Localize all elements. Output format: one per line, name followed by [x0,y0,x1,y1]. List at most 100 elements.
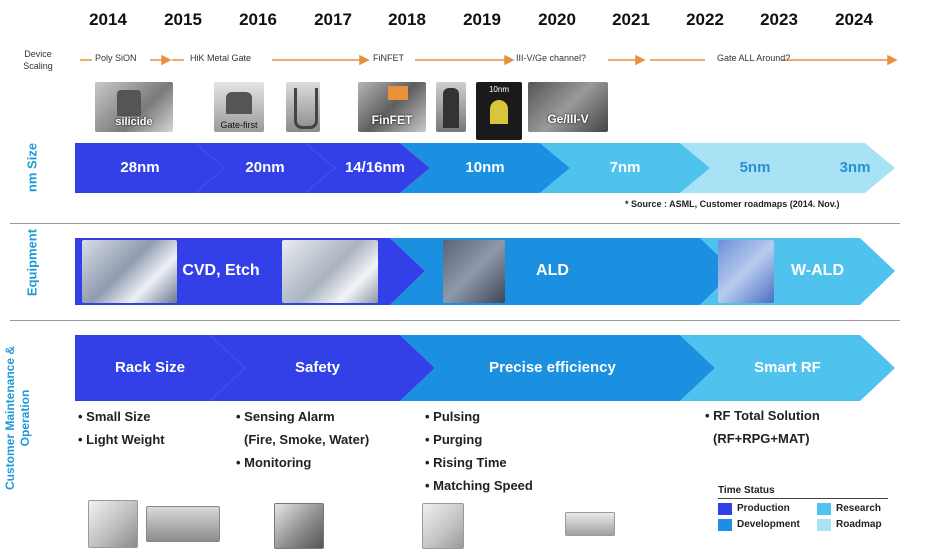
equipment-ald: ALD [536,262,569,279]
legend-swatch-production [718,503,732,515]
bullet-rf-rpg-mat: (RF+RPG+MAT) [713,431,810,446]
year-2023: 2023 [760,10,798,29]
10nm-caption: 10nm [488,85,509,94]
device-scaling-timeline [80,54,898,66]
timeline-arrow-head-5 [504,54,515,66]
legend-swatch-roadmap [817,519,831,531]
ge-iii-v-caption: Ge/III-V [547,112,589,126]
chevron-3nm [790,143,895,193]
year-2020: 2020 [538,10,576,29]
finfet-caption: FinFET [371,113,413,127]
ald-equipment-photo [443,240,505,303]
device-scaling-label: Device Scaling [10,48,66,72]
stage-gate-all-around: Gate ALL Around? [717,53,791,63]
node-14-16nm: 14/16nm [344,159,406,176]
legend-research: Research [836,503,882,514]
chevron-precise-efficiency [400,335,715,401]
legend-production: Production [737,503,790,514]
year-2024: 2024 [835,10,873,29]
node-20nm: 20nm [245,159,285,176]
etch-equipment-photo [282,240,378,303]
precise-unit-photo [422,503,464,549]
phase-rack-size: Rack Size [114,359,186,376]
node-10nm: 10nm [465,159,505,176]
chevron-smart-rf [680,335,895,401]
bullet-pulsing: • Pulsing [425,409,481,424]
node-3nm: 3nm [839,159,871,176]
bullet-monitoring: • Monitoring [236,455,312,470]
chevron-5nm [680,143,820,193]
legend-divider [718,498,888,499]
safety-unit-photo [274,503,324,549]
device-scaling-label-line1: Device [24,49,52,59]
finfet-image: FinFET [358,82,426,132]
finfet-cross-image [436,82,466,132]
gate-first-image: Gate-first [214,82,264,132]
year-2018: 2018 [388,10,426,29]
legend-swatch-research [817,503,831,515]
legend-development: Development [737,519,800,530]
chevron-28nm [75,143,225,193]
hkmg-image [286,82,320,132]
year-2014: 2014 [89,10,127,29]
silicide-gate-shape [117,90,141,116]
year-2017: 2017 [314,10,352,29]
rf-generator-photo-2 [146,506,220,542]
stage-hik-metal-gate: HiK Metal Gate [190,53,252,63]
rf-generator-photo-1 [88,500,138,548]
cvd-equipment-photo [82,240,177,303]
separator-1 [10,223,900,224]
node-28nm: 28nm [120,159,160,176]
finfet-gate-shape [388,86,408,100]
chevron-14-16nm [305,143,430,193]
silicide-image: silicide [95,82,173,132]
smart-rf-unit-photo [565,512,615,536]
10nm-gate-shape [490,100,508,124]
bullet-light-weight: • Light Weight [78,432,165,447]
bullet-purging: • Purging [425,432,483,447]
timeline-arrow-head-2 [161,54,172,66]
year-2015: 2015 [164,10,202,29]
year-2019: 2019 [463,10,501,29]
legend-swatch-development [718,519,732,531]
stage-finfet: FiNFET [373,53,404,63]
year-2022: 2022 [686,10,724,29]
bullet-small-size: • Small Size [78,409,151,424]
node-5nm: 5nm [739,159,771,176]
source-note: * Source : ASML, Customer roadmaps (2014… [625,199,840,209]
legend-title: Time Status [718,485,775,496]
chevron-7nm [540,143,710,193]
chevron-rack-size [75,335,245,401]
stage-poly-sion: Poly SiON [95,53,137,63]
year-2016: 2016 [239,10,277,29]
chevron-10nm [400,143,570,193]
gate-first-gate-shape [226,92,252,114]
finfet-cross-fin-shape [443,88,459,128]
equipment-w-ald: W-ALD [791,262,844,279]
timeline-arrow-head-6 [635,54,646,66]
bullet-rf-total-solution: • RF Total Solution [705,408,820,423]
ge-iii-v-image: Ge/III-V [528,82,608,132]
device-scaling-label-line2: Scaling [23,61,53,71]
hkmg-gate-shape [294,88,318,129]
phase-smart-rf: Smart RF [754,359,821,376]
timeline-arrow-head-4 [359,54,370,66]
phase-precise-efficiency: Precise efficiency [489,359,616,376]
separator-2 [10,320,900,321]
timeline-arrow-head-8 [887,54,898,66]
bullet-fire-smoke-water: (Fire, Smoke, Water) [244,432,370,447]
chevron-safety [210,335,435,401]
bullet-rising-time: • Rising Time [425,455,507,470]
10nm-image: 10nm [476,82,522,140]
silicide-caption: silicide [115,116,153,128]
w-ald-equipment-photo [718,240,774,303]
equipment-cvd-etch: CVD, Etch [182,262,260,279]
legend-roadmap: Roadmap [836,519,882,530]
stage-iii-v-ge-channel: III-V/Ge channel? [516,53,587,63]
bullet-matching-speed: • Matching Speed [425,478,533,493]
phase-safety: Safety [294,359,341,376]
year-2021: 2021 [612,10,650,29]
chevron-20nm [195,143,335,193]
